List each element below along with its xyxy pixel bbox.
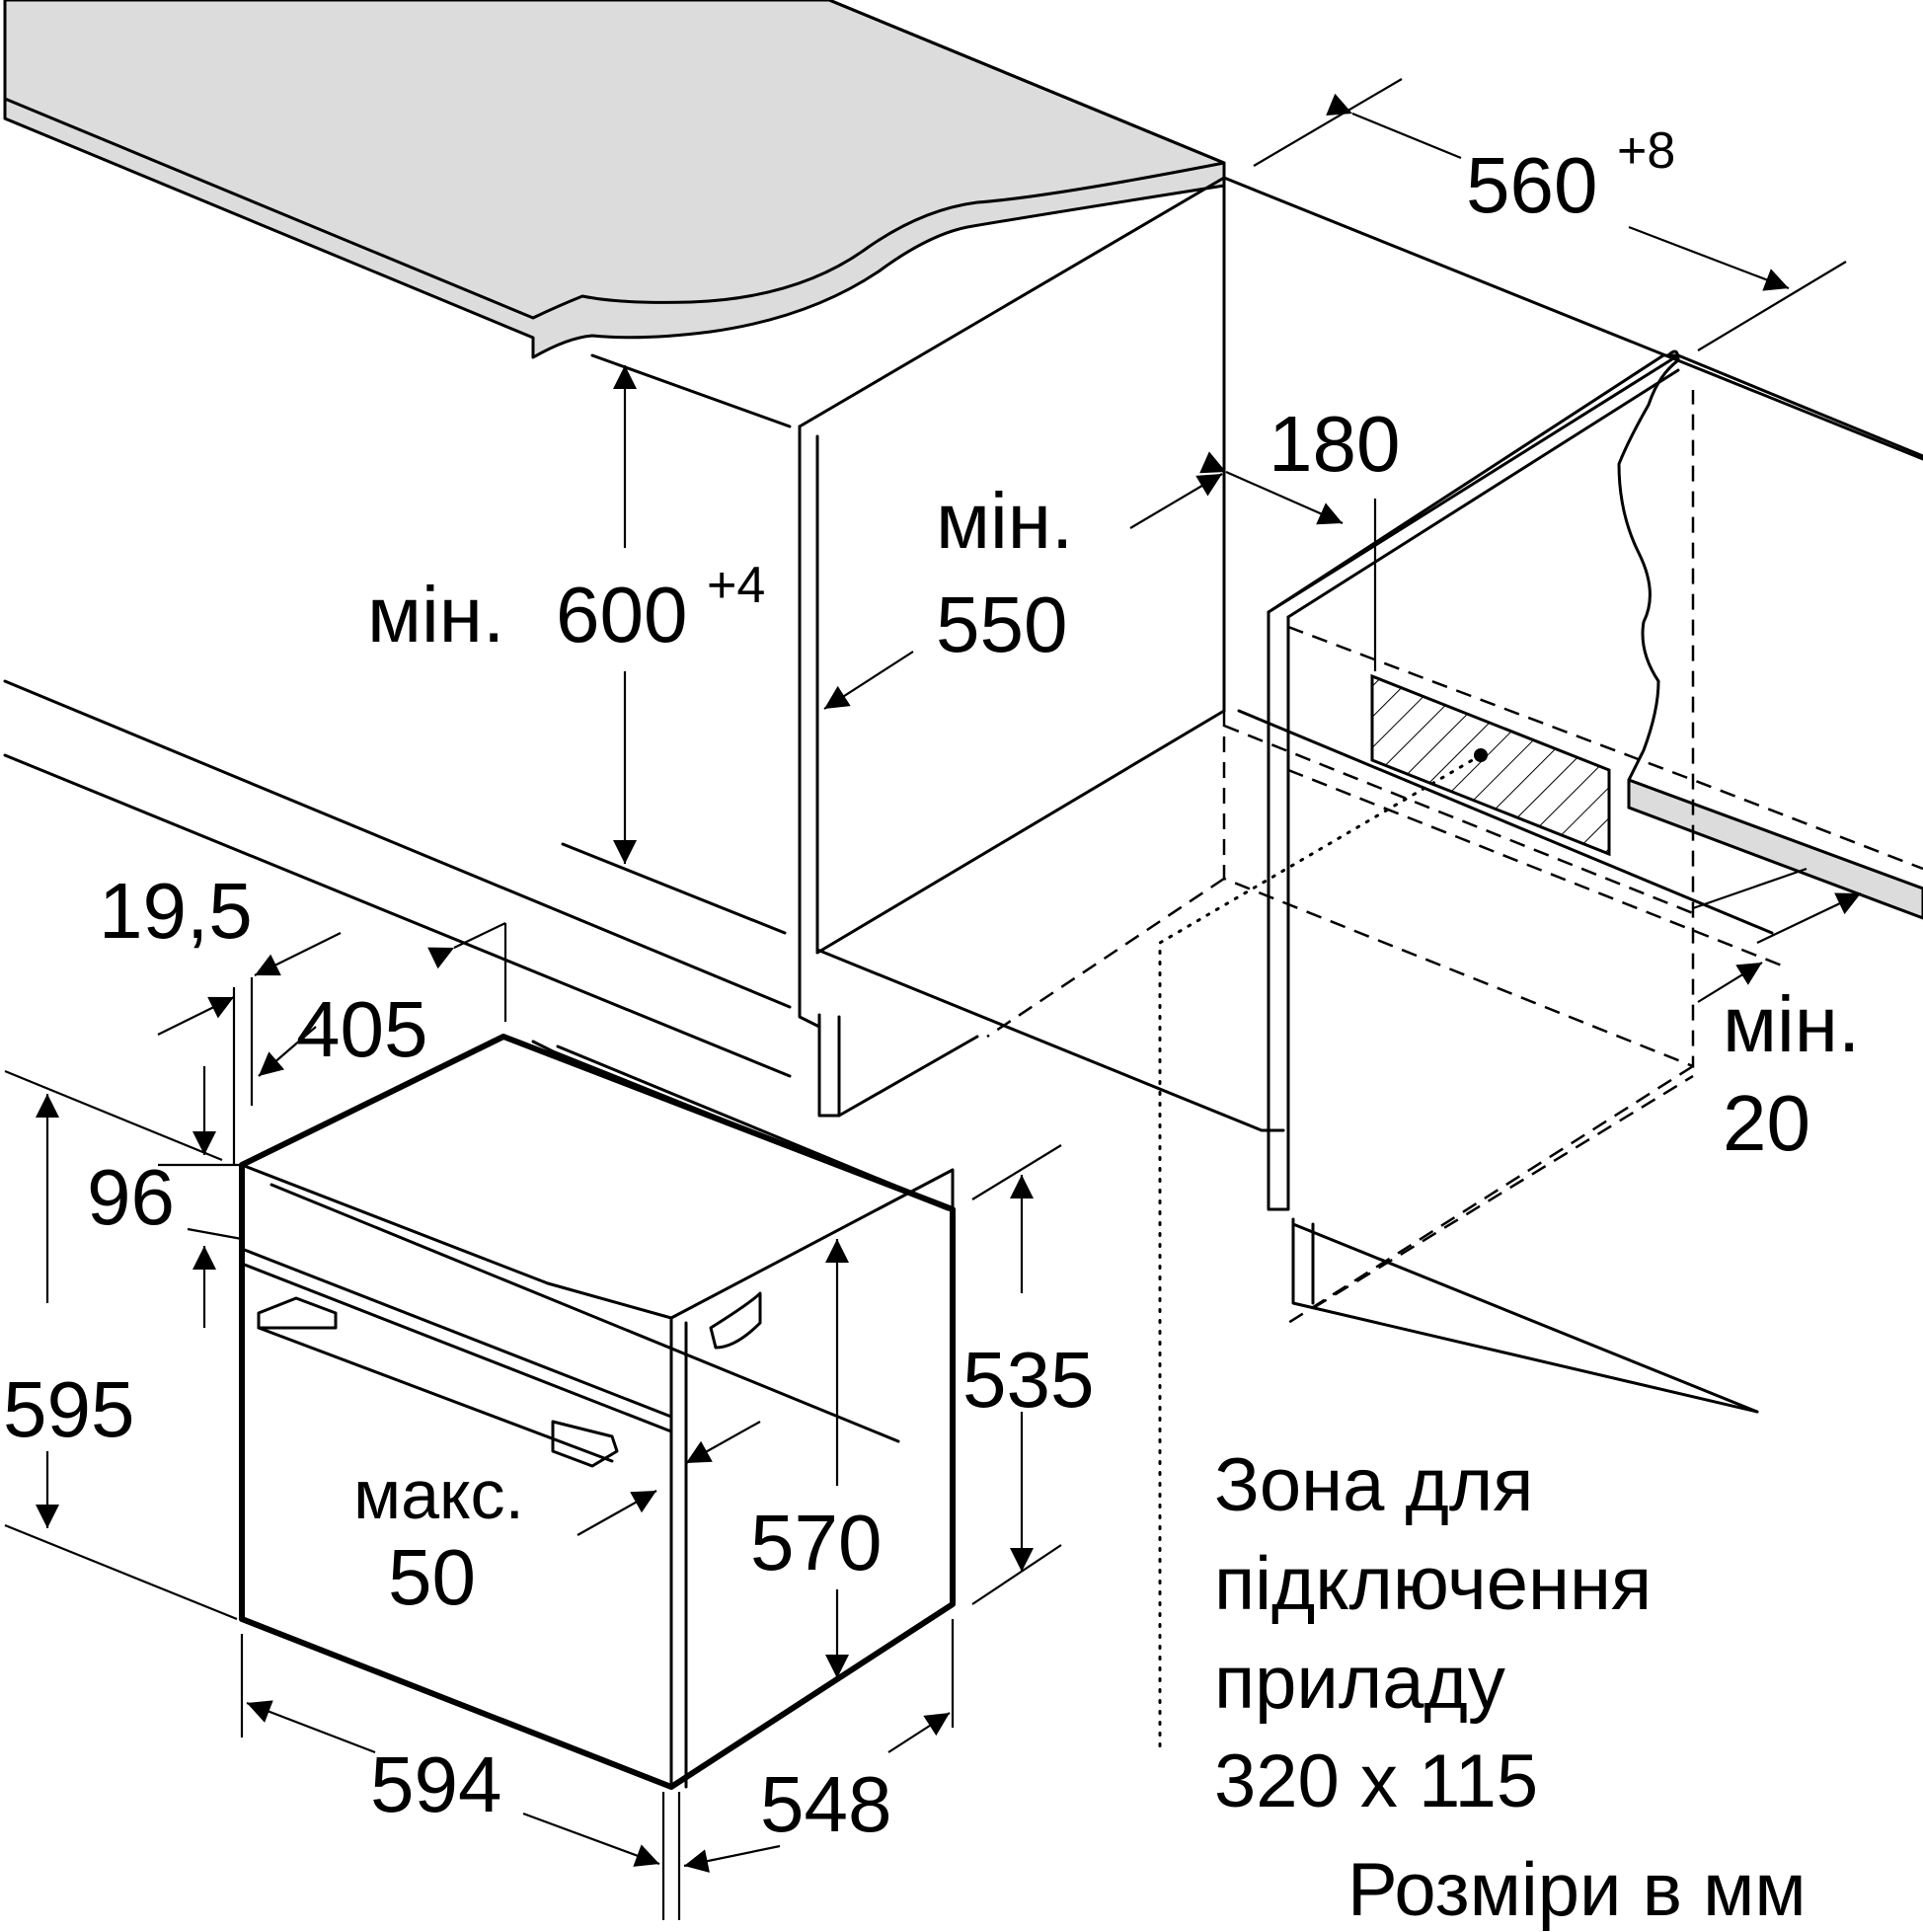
connection-zone-line-3: приладу <box>1214 1641 1505 1725</box>
dim-550-prefix: мін. <box>936 477 1073 565</box>
dim-max50-prefix: макс. <box>353 1456 524 1533</box>
dim-405-label: 405 <box>296 985 427 1073</box>
dim-19-5-label: 19,5 <box>99 867 253 955</box>
units-note: Розміри в мм <box>1347 1848 1807 1932</box>
dim-96-label: 96 <box>87 1153 175 1241</box>
dim-570-label: 570 <box>750 1499 882 1586</box>
dimension-labels: 560 +8 180 мін. 550 мін. 600 +4 19,5 405… <box>3 122 1860 1932</box>
connection-zone-line-4: 320 x 115 <box>1214 1739 1538 1823</box>
dim-595-label: 595 <box>3 1365 134 1453</box>
dim-600-label: 600 <box>556 571 687 658</box>
dim-560-label: 560 <box>1466 141 1597 229</box>
dim-600-tolerance: +4 <box>707 557 765 614</box>
oven <box>239 1034 956 1790</box>
connection-zone-line-1: Зона для <box>1214 1443 1533 1527</box>
dim-180-label: 180 <box>1269 400 1400 488</box>
connection-zone-line-2: підключення <box>1214 1542 1652 1626</box>
dim-max50-label: 50 <box>388 1533 476 1621</box>
countertop <box>3 0 1226 359</box>
dim-min20-label: 20 <box>1723 1079 1810 1167</box>
dim-560-tolerance: +8 <box>1617 122 1675 180</box>
dimension-lines <box>4 78 1862 1920</box>
dim-min20-prefix: мін. <box>1723 980 1860 1068</box>
cabinet-niche <box>3 176 1923 1754</box>
dim-594-label: 594 <box>370 1740 501 1828</box>
dim-535-label: 535 <box>962 1336 1094 1424</box>
dim-600-prefix: мін. <box>367 571 504 658</box>
dim-548-label: 548 <box>760 1760 891 1848</box>
dim-550-label: 550 <box>936 580 1067 668</box>
